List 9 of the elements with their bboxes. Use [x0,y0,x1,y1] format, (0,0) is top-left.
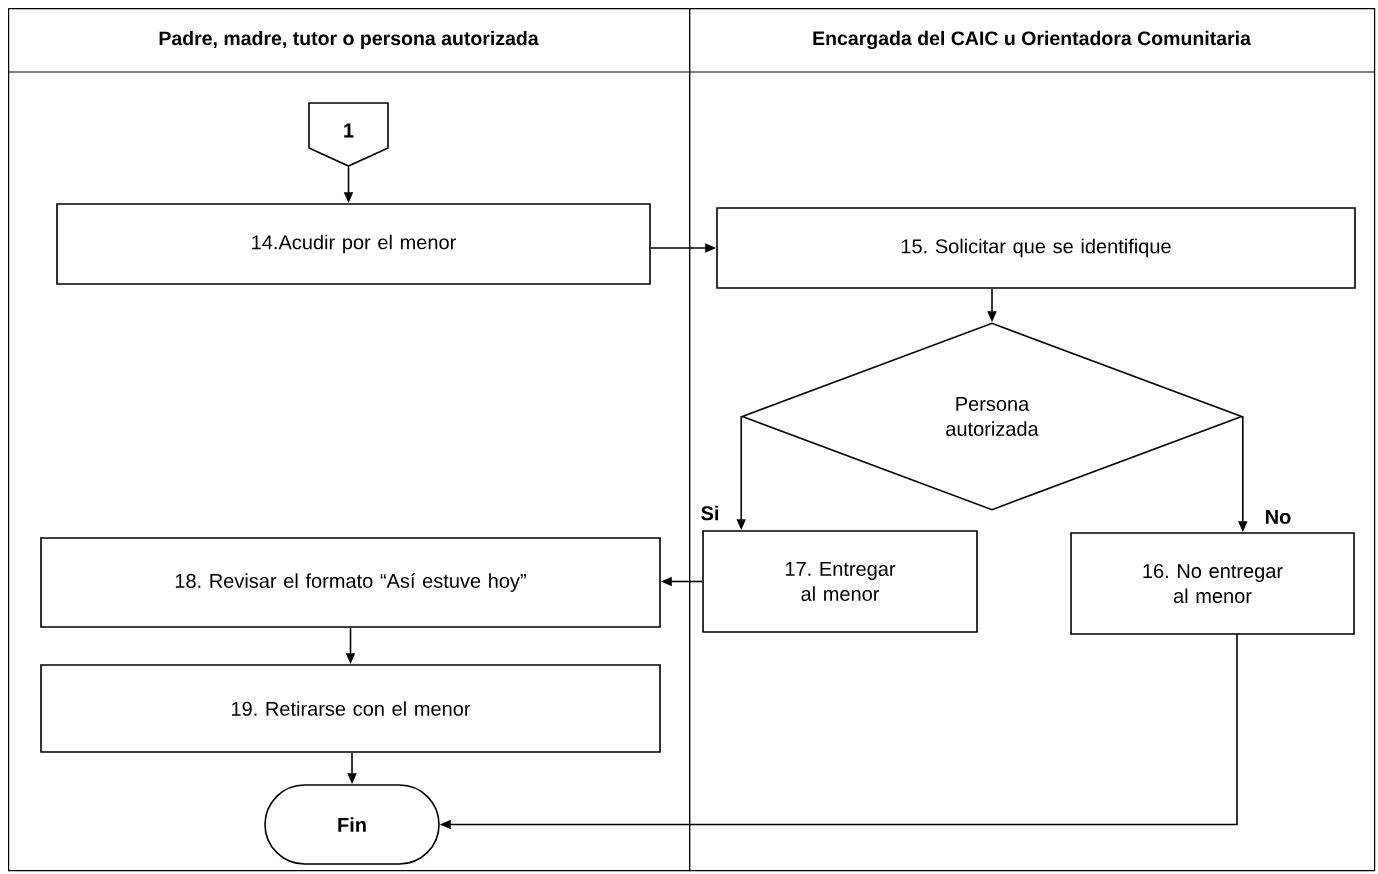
edge-label: Si [699,504,721,522]
process-box: 19. Retirarse con el menor [40,664,661,753]
off-page-connector: 1 [308,102,389,167]
process-box: 14.Acudir por el menor [56,203,651,285]
process-box: 15. Solicitar que se identifique [716,207,1356,289]
process-box: 17. Entregar al menor [702,530,978,633]
process-box: 18. Revisar el formato “Así estuve hoy” [40,537,661,628]
edge-label: No [1263,509,1293,525]
process-box: 16. No entregar al menor [1070,532,1355,635]
